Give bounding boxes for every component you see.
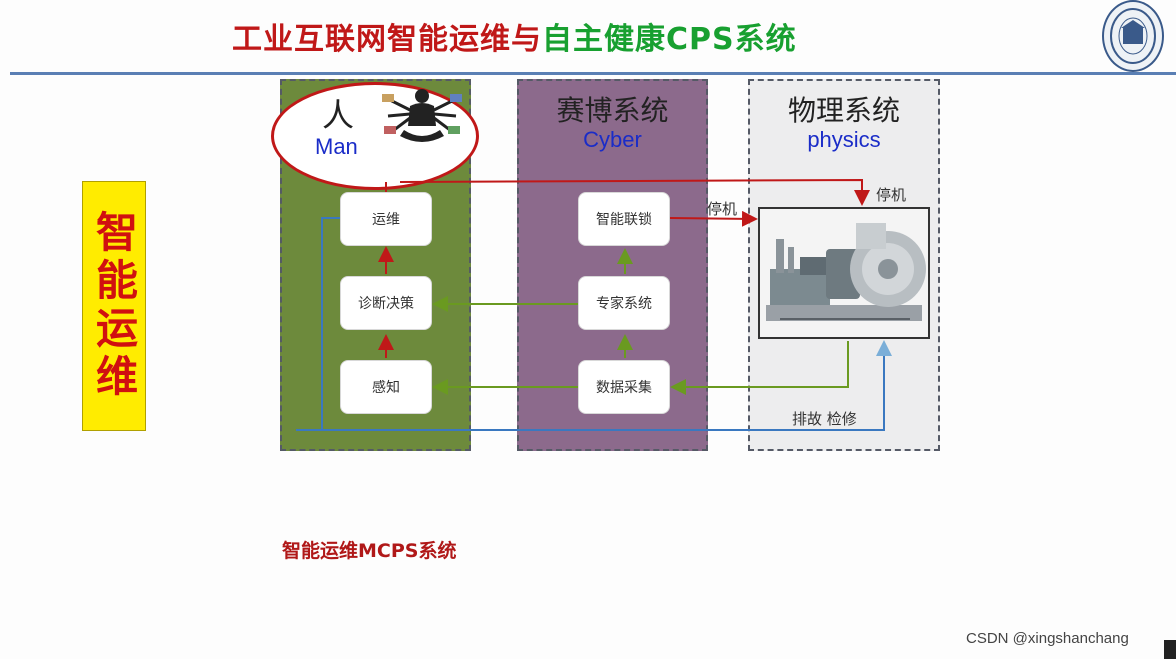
man-box-sense: 感知 xyxy=(340,360,432,414)
title-part-red: 工业互联网智能运维与 xyxy=(232,22,542,57)
physics-title-en: physics xyxy=(807,127,881,152)
label-troubleshoot: 排故 检修 xyxy=(792,410,857,428)
man-box-decision: 诊断决策 xyxy=(340,276,432,330)
label-stop-from-man: 停机 xyxy=(876,186,907,204)
physics-title-cn: 物理系统 xyxy=(787,94,900,127)
arrow-machine-to-collect xyxy=(670,341,849,395)
man-box-ops: 运维 xyxy=(340,192,432,246)
man-title-en: Man xyxy=(315,134,358,159)
corner-marker xyxy=(1164,640,1176,659)
diagram-caption: 智能运维MCPS系统 xyxy=(282,540,457,562)
title-underline xyxy=(10,72,1176,75)
arrow-man-stop-machine xyxy=(399,178,870,206)
title-part-green: 自主健康CPS系统 xyxy=(542,22,797,57)
side-label: 智能运维 xyxy=(82,181,146,431)
slide-title: 工业互联网智能运维与自主健康CPS系统 xyxy=(232,14,797,58)
cyber-title-en: Cyber xyxy=(583,127,642,152)
cyber-box-interlock: 智能联锁 xyxy=(578,192,670,246)
watermark: CSDN @xingshanchang xyxy=(966,630,1129,647)
label-stop-from-cyber: 停机 xyxy=(707,200,738,218)
multi-armed-figure-icon xyxy=(380,86,464,146)
side-label-text: 智能运维 xyxy=(89,210,139,402)
cyber-box-collect: 数据采集 xyxy=(578,360,670,414)
industrial-blower-machine-icon xyxy=(758,207,930,339)
man-oval xyxy=(271,82,479,190)
university-seal-icon xyxy=(1102,0,1164,72)
cyber-box-expert: 专家系统 xyxy=(578,276,670,330)
man-title-cn: 人 xyxy=(322,96,355,134)
cyber-title-cn: 赛博系统 xyxy=(556,94,669,127)
arrow-interlock-stop-machine xyxy=(669,210,758,227)
